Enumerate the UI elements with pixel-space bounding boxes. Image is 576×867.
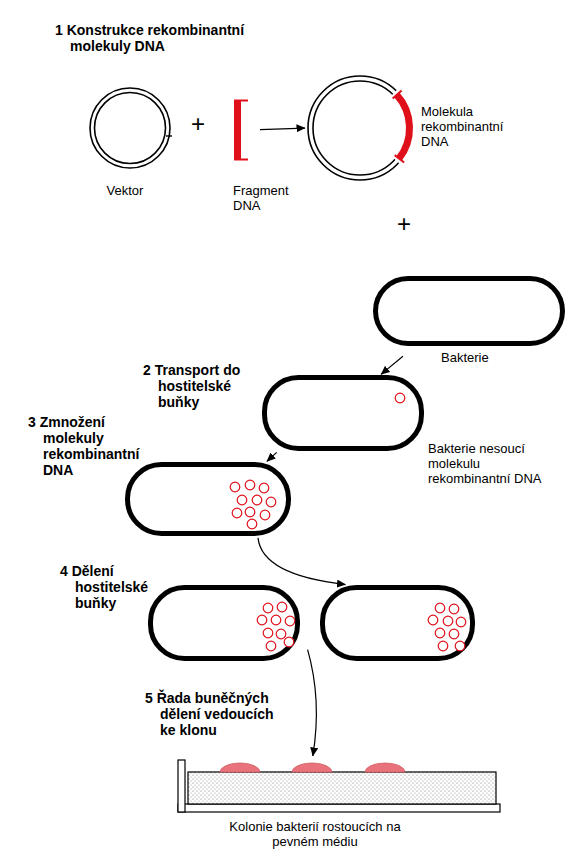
plasmid-ring	[95, 93, 166, 164]
step-label: 4 Dělení hostitelské buňky	[60, 563, 155, 611]
plasmid-copy	[435, 603, 445, 613]
fragment-end	[395, 155, 404, 162]
plasmid-copy	[449, 629, 459, 639]
plasmid-copy	[237, 495, 247, 505]
petri-dish-shape	[176, 758, 502, 816]
plasmid-copy	[263, 603, 273, 613]
fragment-end	[234, 100, 248, 102]
bacterial-colony	[365, 763, 405, 772]
plasmid-copy	[245, 507, 255, 517]
plasmid-copy	[395, 393, 405, 403]
plasmid-copy	[271, 615, 281, 625]
plasmid-copy	[456, 617, 466, 627]
plasmid-copy	[428, 615, 438, 625]
cell-wall	[265, 378, 422, 449]
plasmid-copy	[449, 604, 459, 614]
process-arrow	[267, 452, 277, 461]
plasmid-copy	[263, 628, 273, 638]
step-heading: 1 Konstrukce rekombinantní molekuly DNA	[55, 22, 270, 54]
cell-wall	[376, 279, 563, 344]
plasmid-copy	[252, 495, 262, 505]
plasmid-copy	[257, 615, 267, 625]
step-label: 5 Řada buněčných dělení vedoucích ke klo…	[145, 690, 290, 738]
node-label: Bakterie	[441, 350, 531, 365]
process-arrow	[308, 650, 317, 756]
gap	[394, 92, 409, 161]
recombinant-dna-shape	[306, 74, 414, 182]
bacterium-replication-shape	[125, 462, 291, 536]
cut-mark	[166, 135, 172, 136]
plasmid-copy	[259, 483, 269, 493]
agar-medium	[188, 772, 496, 804]
plasmid-copy	[247, 519, 257, 529]
process-arrow	[381, 356, 403, 374]
plasmid-copy	[443, 616, 453, 626]
node-label: Molekula rekombinantní DNA	[421, 104, 517, 149]
dna-fragment: Fragment DNA	[222, 95, 304, 220]
node-label: Kolonie bakterií rostoucích na pevném mé…	[222, 819, 408, 849]
bacterial-colony	[220, 763, 260, 772]
node-label: Vektor	[80, 183, 170, 198]
dish-base	[178, 804, 500, 812]
process-arrow	[260, 128, 305, 130]
dish-wall	[178, 760, 185, 812]
daughter-cell	[318, 583, 478, 663]
bacterial-colony	[292, 763, 332, 772]
node-label: Fragment DNA	[233, 183, 299, 213]
vector-plasmid: Vektor	[80, 82, 180, 204]
process-arrow	[258, 538, 345, 585]
bacterium-shape	[373, 276, 565, 346]
daughter-cell-shape	[148, 585, 300, 661]
plasmid-copy	[266, 497, 276, 507]
daughter-cell: 4 Dělení hostitelské buňky	[56, 560, 303, 665]
plasmid-copy	[245, 480, 255, 490]
plasmid-copy	[285, 616, 295, 626]
plasmid-copy	[232, 508, 242, 518]
daughter-cell-shape	[320, 585, 475, 661]
plasmid-copy	[435, 628, 445, 638]
plus-sign: +	[392, 212, 416, 236]
plasmid-copy	[276, 629, 286, 639]
plasmid-copy	[438, 641, 448, 651]
cell-wall	[323, 588, 473, 659]
plasmid-copy	[266, 641, 276, 651]
inserted-fragment	[397, 95, 410, 159]
fragment-bar	[234, 100, 241, 160]
plasmid-copy	[277, 602, 287, 612]
dna-fragment-shape	[228, 98, 250, 162]
plasmid-copy	[260, 510, 270, 520]
plasmid-ring	[90, 88, 170, 168]
fragment-end	[393, 91, 402, 99]
fragment-end	[234, 159, 248, 161]
vector-plasmid-shape	[88, 86, 172, 170]
petri-dish: 5 Řada buněčných dělení vedoucích ke klo…	[140, 686, 510, 854]
node-label: Bakterie nesoucí molekulu rekombinantní …	[428, 441, 564, 486]
plasmid-ring	[308, 76, 412, 180]
cell-wall	[128, 465, 289, 534]
cell-wall	[151, 588, 298, 659]
plasmid-copy	[230, 482, 240, 492]
recombinant-dna: Molekula rekombinantní DNA	[300, 70, 520, 190]
plasmid-copy	[455, 641, 465, 651]
plus-sign: +	[186, 112, 210, 136]
step-label: 3 Zmnožení molekuly rekombinantní DNA	[28, 414, 140, 478]
bacterium-with-plasmid-shape	[262, 375, 424, 451]
step-label: 2 Transport do hostitelské buňky	[143, 362, 261, 410]
bacterium-replication: 3 Zmnožení molekuly rekombinantní DNA	[25, 410, 293, 540]
plasmid-copy	[284, 637, 294, 647]
bacterium: Bakterie	[370, 272, 568, 372]
